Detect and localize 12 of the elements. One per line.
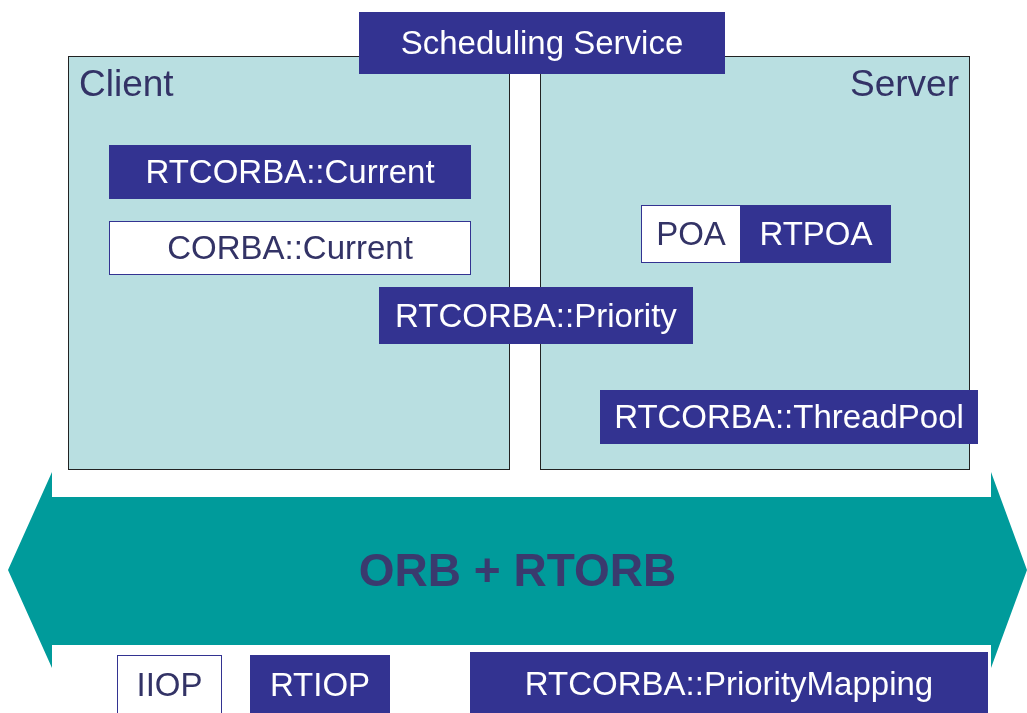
panel-heading: Server xyxy=(850,63,959,105)
interface-box: RTCORBA::Current xyxy=(109,145,471,199)
interface-box: POA xyxy=(641,205,741,263)
interface-box: CORBA::Current xyxy=(109,221,471,275)
protocol-box: IIOP xyxy=(117,655,222,713)
service-box: Scheduling Service xyxy=(359,12,725,74)
interface-box: RTPOA xyxy=(741,205,891,263)
panel-heading: Client xyxy=(79,63,174,105)
protocol-box: RTIOP xyxy=(250,655,390,713)
interface-box: RTCORBA::PriorityMapping xyxy=(470,652,988,713)
interface-box: RTCORBA::Priority xyxy=(379,287,693,344)
band-label: ORB + RTORB xyxy=(358,543,677,597)
